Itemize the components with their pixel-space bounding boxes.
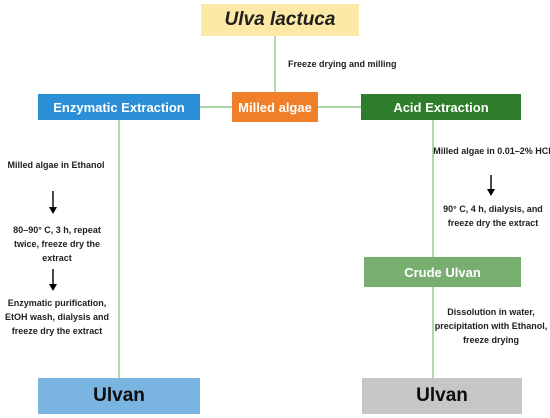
milled-algae-label: Milled algae <box>238 99 312 115</box>
enzymatic-step-2: 80–90° C, 3 h, repeat twice, freeze dry … <box>13 225 101 263</box>
enzymatic-extraction-label: Enzymatic Extraction <box>53 99 185 115</box>
acid-extraction-label: Acid Extraction <box>393 99 489 115</box>
ulvan-result-enzymatic-label: Ulvan <box>93 385 145 406</box>
acid-step-2: 90° C, 4 h, dialysis, and freeze dry the… <box>443 204 543 228</box>
acid-extraction-box: Acid Extraction <box>361 94 521 120</box>
milled-algae-box: Milled algae <box>232 92 318 122</box>
crude-ulvan-box: Crude Ulvan <box>364 257 521 287</box>
enzymatic-extraction-box: Enzymatic Extraction <box>38 94 200 120</box>
enzymatic-step-1: Milled algae in Ethanol <box>7 160 105 170</box>
enzymatic-step-3: Enzymatic purification, EtOH wash, dialy… <box>4 298 110 336</box>
acid-step-3: Dissolution in water, precipitation with… <box>434 307 548 345</box>
arrow-enz-2 <box>49 269 57 291</box>
step-freeze-drying: Freeze drying and milling <box>288 59 397 69</box>
ulvan-result-enzymatic: Ulvan <box>38 378 200 414</box>
title-box: Ulva lactuca <box>201 4 359 36</box>
acid-step-1: Milled algae in 0.01–2% HCl <box>433 146 550 156</box>
ulvan-result-acid-label: Ulvan <box>416 385 468 406</box>
arrow-enz-1 <box>49 191 57 214</box>
crude-ulvan-label: Crude Ulvan <box>404 264 481 280</box>
ulvan-result-acid: Ulvan <box>362 378 522 414</box>
title-label: Ulva lactuca <box>224 9 336 30</box>
arrow-acid-1 <box>487 175 495 196</box>
